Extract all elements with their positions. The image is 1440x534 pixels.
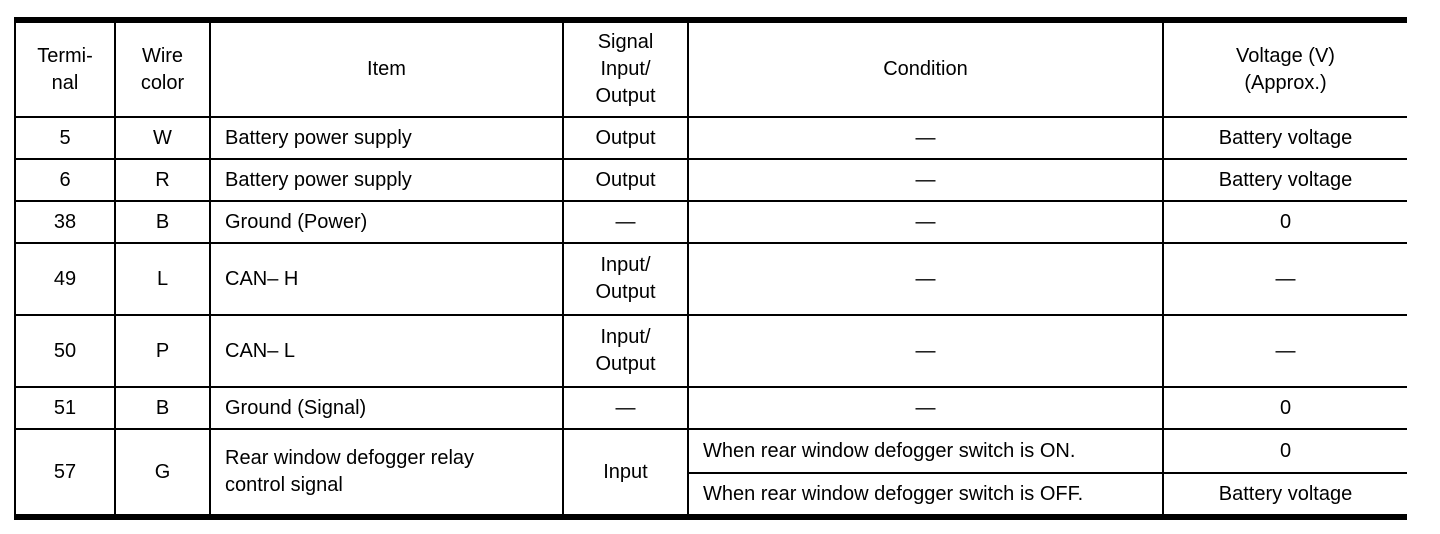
cell-terminal: 5 (14, 116, 116, 160)
cell-signal: — (562, 386, 689, 430)
cell-terminal: 38 (14, 200, 116, 244)
column-header-signal: Signal Input/ Output (562, 19, 689, 118)
cell-item: CAN– H (209, 242, 564, 316)
cell-voltage: 0 (1162, 386, 1407, 430)
cell-item: Ground (Power) (209, 200, 564, 244)
cell-wire-color: L (114, 242, 211, 316)
cell-voltage: Battery voltage (1162, 158, 1407, 202)
cell-signal: Input/ Output (562, 314, 689, 388)
cell-terminal: 51 (14, 386, 116, 430)
cell-condition: — (687, 200, 1164, 244)
terminal-voltage-table: Termi- nal Wire color Item Signal Input/… (14, 17, 1407, 520)
cell-condition: When rear window defogger switch is OFF. (687, 472, 1164, 518)
cell-item: Battery power supply (209, 116, 564, 160)
cell-voltage: Battery voltage (1162, 472, 1407, 518)
cell-wire-color: G (114, 428, 211, 518)
cell-terminal: 50 (14, 314, 116, 388)
cell-item: Ground (Signal) (209, 386, 564, 430)
cell-condition: — (687, 386, 1164, 430)
cell-condition: — (687, 158, 1164, 202)
column-header-item: Item (209, 19, 564, 118)
table-subrow: When rear window defogger switch is OFF.… (15, 472, 1407, 518)
cell-wire-color: B (114, 200, 211, 244)
cell-signal: Output (562, 158, 689, 202)
column-header-voltage: Voltage (V) (Approx.) (1162, 19, 1407, 118)
cell-wire-color: B (114, 386, 211, 430)
column-header-terminal: Termi- nal (14, 19, 116, 118)
table-header-row: Termi- nal Wire color Item Signal Input/… (14, 19, 1407, 118)
column-header-condition: Condition (687, 19, 1164, 118)
cell-voltage: 0 (1162, 200, 1407, 244)
cell-condition: — (687, 116, 1164, 160)
cell-signal: — (562, 200, 689, 244)
cell-condition: — (687, 242, 1164, 316)
cell-signal: Output (562, 116, 689, 160)
cell-wire-color: R (114, 158, 211, 202)
cell-terminal: 57 (14, 428, 116, 518)
cell-terminal: 6 (14, 158, 116, 202)
cell-voltage: 0 (1162, 428, 1407, 474)
cell-voltage: — (1162, 314, 1407, 388)
cell-item: Rear window defogger relay control signa… (209, 428, 564, 518)
cell-signal: Input (562, 428, 689, 518)
column-header-wire-color: Wire color (114, 19, 211, 118)
cell-signal: Input/ Output (562, 242, 689, 316)
cell-voltage: — (1162, 242, 1407, 316)
cell-condition: — (687, 314, 1164, 388)
cell-wire-color: P (114, 314, 211, 388)
cell-wire-color: W (114, 116, 211, 160)
cell-item: Battery power supply (209, 158, 564, 202)
cell-item: CAN– L (209, 314, 564, 388)
cell-terminal: 49 (14, 242, 116, 316)
cell-condition: When rear window defogger switch is ON. (687, 428, 1164, 474)
cell-voltage: Battery voltage (1162, 116, 1407, 160)
